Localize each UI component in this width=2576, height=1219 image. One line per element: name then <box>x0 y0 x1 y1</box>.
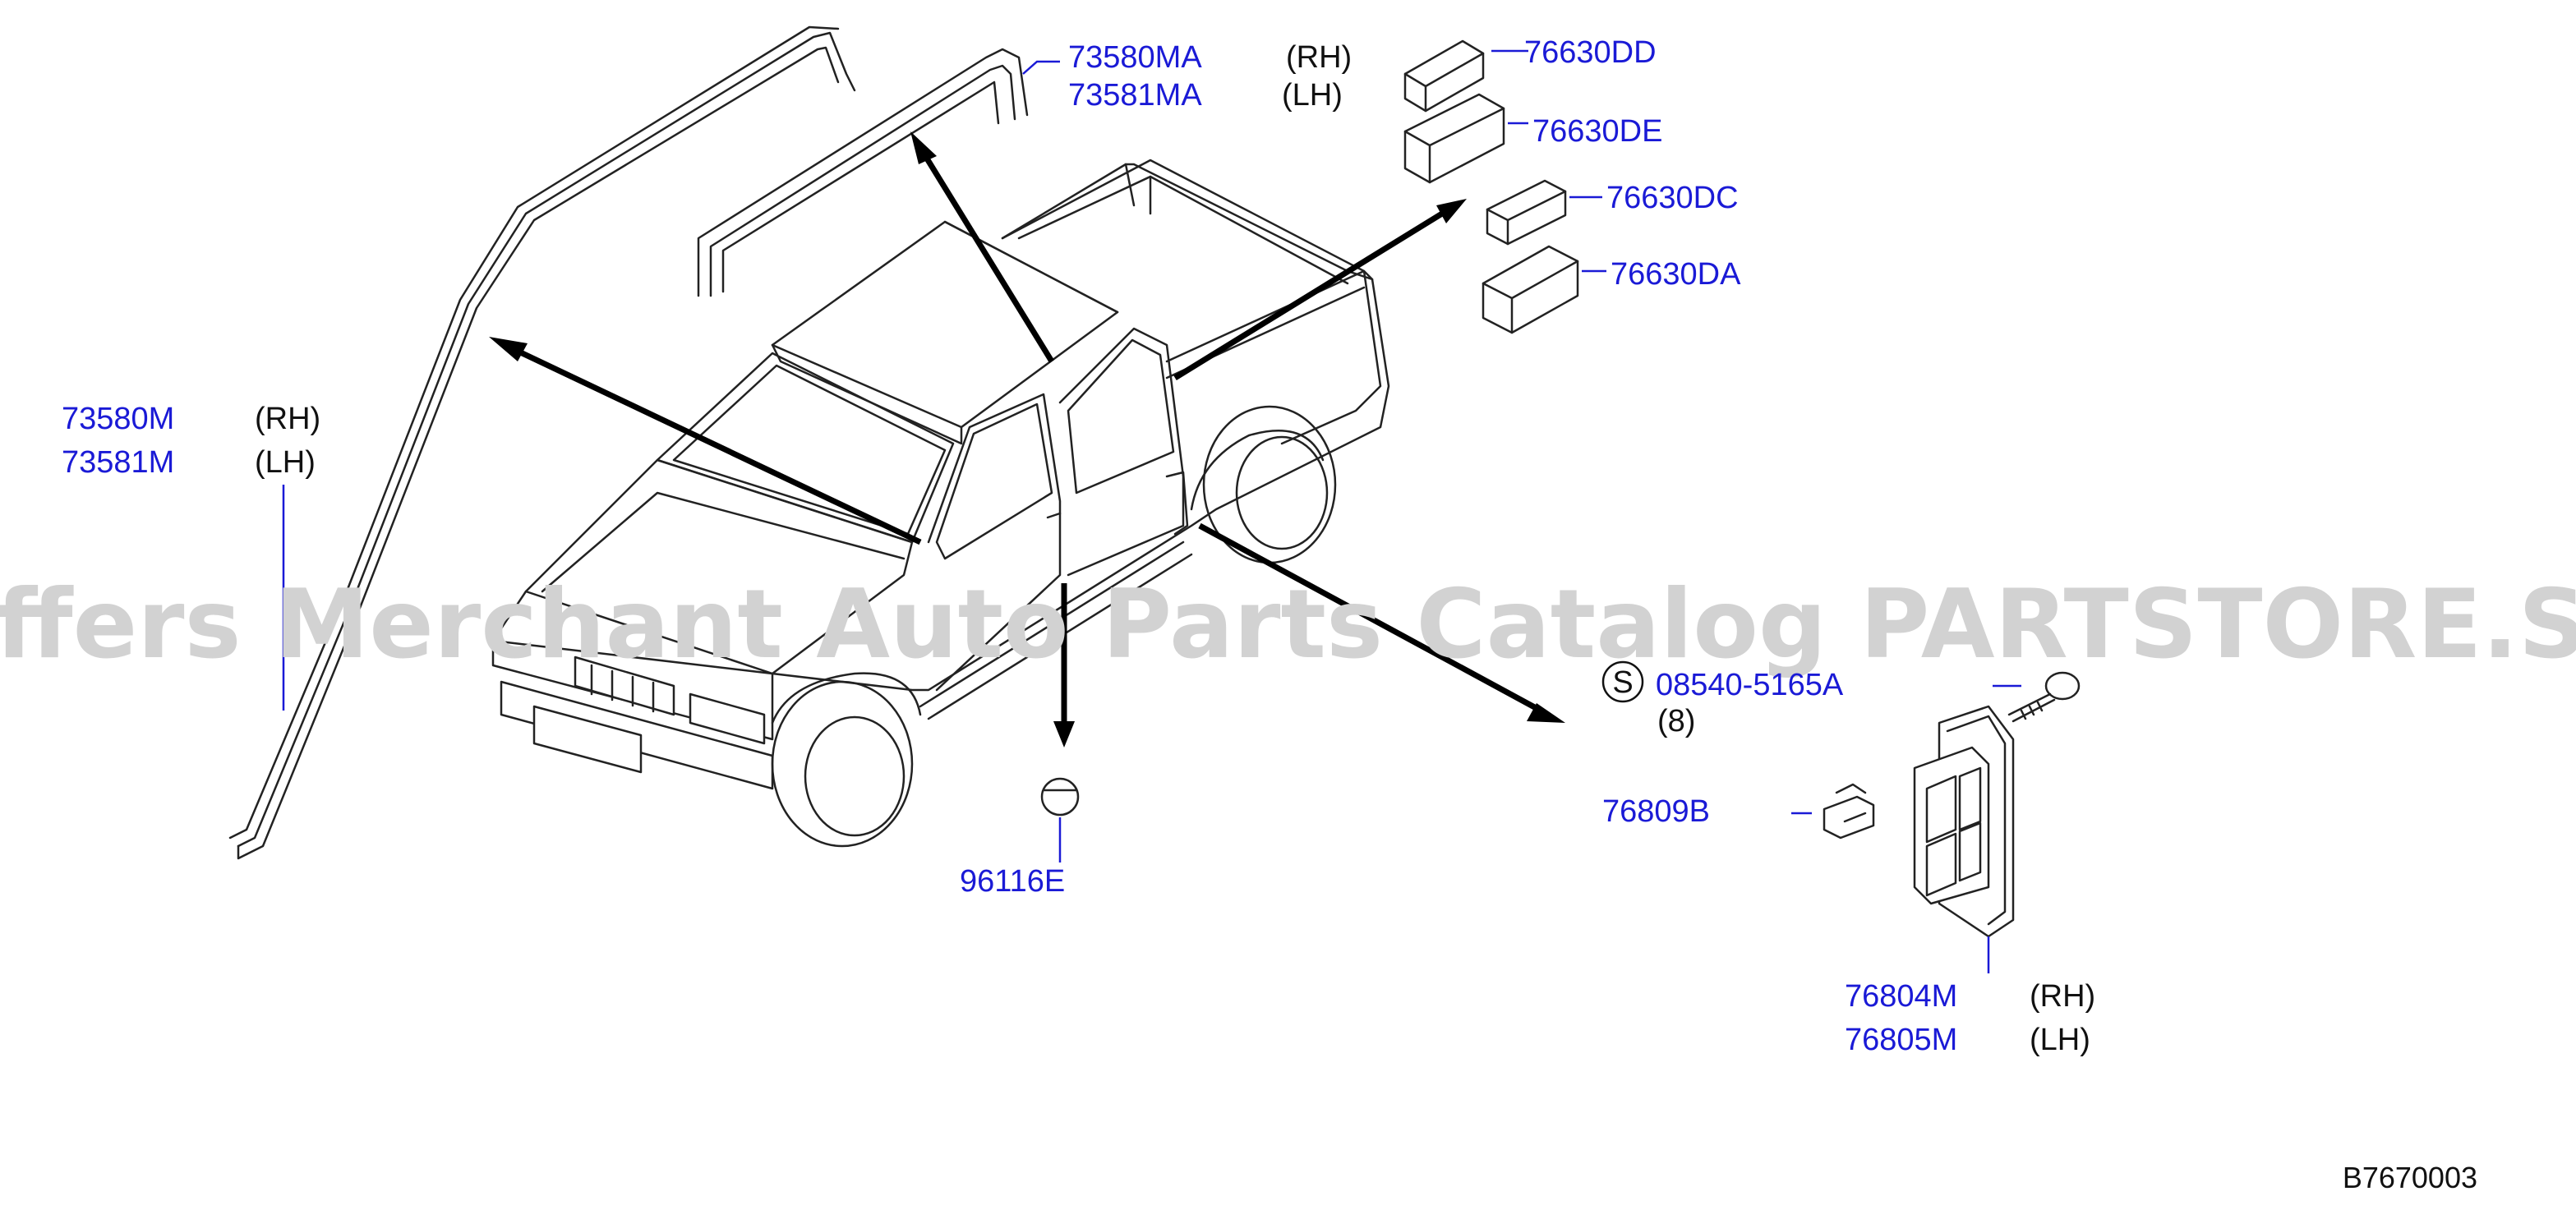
label-76809B[interactable]: 76809B <box>1602 794 1710 829</box>
label-73581MA-side: (LH) <box>1282 78 1343 113</box>
label-76804M[interactable]: 76804M <box>1845 979 1957 1014</box>
s-symbol-circle <box>1601 660 1644 703</box>
label-73580MA-side: (RH) <box>1286 40 1352 75</box>
plug-96116E[interactable] <box>1040 777 1080 816</box>
label-73580M[interactable]: 73580M <box>62 402 174 436</box>
part-labels: 73580MA (RH) 73581MA (LH) 76630DD 76630D… <box>62 35 2477 1194</box>
label-76805M[interactable]: 76805M <box>1845 1023 1957 1057</box>
pickup-truck-illustration <box>491 159 1390 848</box>
part-box-76630DC[interactable] <box>1486 179 1567 246</box>
label-96116E[interactable]: 96116E <box>960 864 1065 899</box>
diagram-reference: B7670003 <box>2343 1161 2477 1194</box>
label-73581MA[interactable]: 73581MA <box>1068 78 1202 113</box>
label-76805M-side: (LH) <box>2030 1023 2090 1057</box>
s-symbol: S <box>1612 665 1633 700</box>
label-73580MA[interactable]: 73580MA <box>1068 40 1202 75</box>
leader-lines <box>282 49 2021 973</box>
label-76804M-side: (RH) <box>2030 979 2095 1014</box>
label-73581M[interactable]: 73581M <box>62 445 174 480</box>
pointer-arrows <box>489 131 1565 748</box>
screw-08540-5165A[interactable] <box>2007 671 2081 723</box>
clip-76809B[interactable] <box>1823 783 1875 840</box>
label-73581M-side: (LH) <box>255 445 316 480</box>
switch-assembly-76804M[interactable] <box>1913 705 2015 938</box>
part-box-76630DD[interactable] <box>1403 39 1485 113</box>
label-73580M-side: (RH) <box>255 402 320 436</box>
label-08540-5165A[interactable]: 08540-5165A <box>1656 668 1844 702</box>
label-76630DD[interactable]: 76630DD <box>1524 35 1657 70</box>
label-76630DE[interactable]: 76630DE <box>1532 114 1662 149</box>
label-76630DA[interactable]: 76630DA <box>1611 257 1741 292</box>
molding-roof-left[interactable] <box>228 25 856 860</box>
label-76630DC[interactable]: 76630DC <box>1606 181 1739 215</box>
part-box-76630DE[interactable] <box>1403 93 1505 184</box>
part-box-76630DA[interactable] <box>1482 245 1579 334</box>
molding-drip-rail[interactable] <box>697 48 1029 297</box>
watermark: Offers Merchant Auto Parts Catalog PARTS… <box>0 569 2576 680</box>
label-08540-qty: (8) <box>1657 704 1695 738</box>
